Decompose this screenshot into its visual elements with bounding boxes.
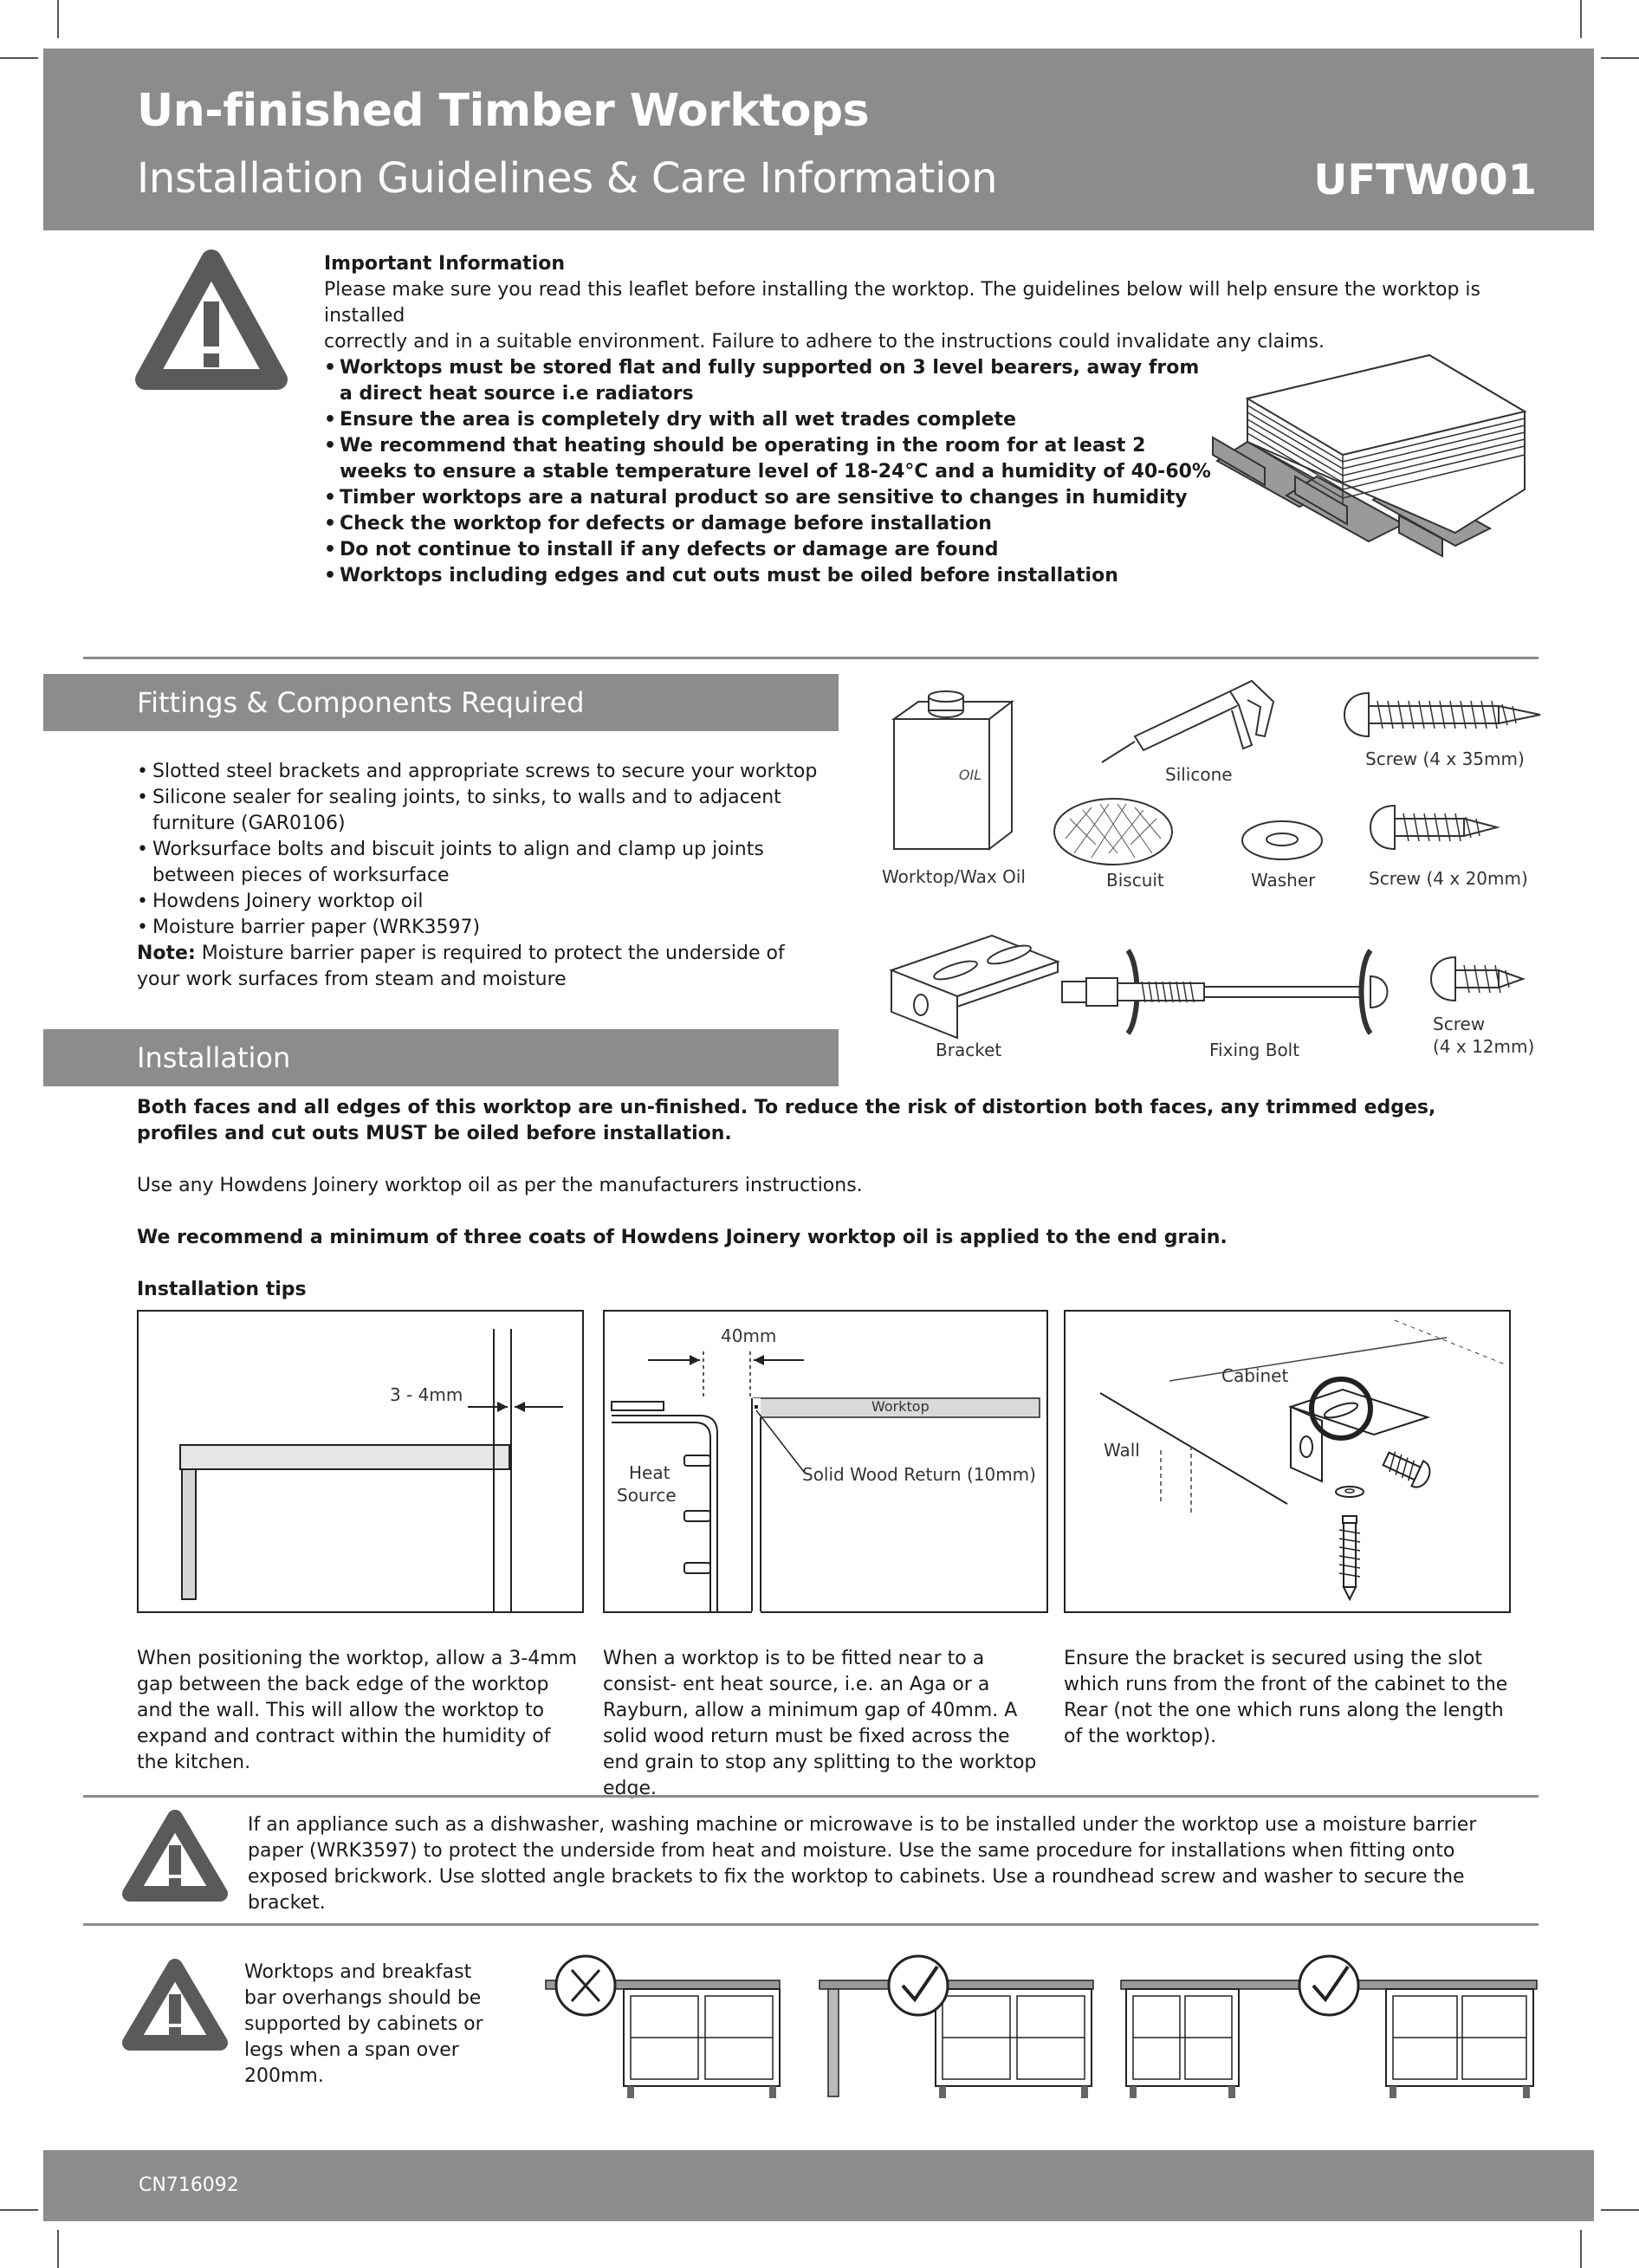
heat-source-label: Heat [629, 1462, 670, 1483]
warning-icon [135, 249, 288, 390]
overhang-warning-text: Worktops and breakfast bar overhangs sho… [244, 1961, 483, 2087]
unsupported-overhang-drawing [545, 1954, 781, 2098]
oil-can-icon: OIL [891, 690, 1014, 852]
fixing-bolt-icon [1061, 949, 1389, 1035]
page-title: Un-finished Timber Worktops [137, 85, 870, 137]
crop-mark [57, 0, 59, 38]
leg-supported-overhang-drawing [819, 1954, 1094, 2098]
divider [83, 1795, 1539, 1798]
silicone-label: Silicone [1165, 764, 1233, 785]
list-item: Slotted steel brackets and appropriate s… [137, 759, 830, 785]
list-item: Howdens Joinery worktop oil [137, 889, 830, 915]
divider [83, 657, 1539, 659]
document-code: CN716092 [139, 2174, 239, 2196]
screw-20-icon [1369, 804, 1500, 851]
divider [83, 1923, 1539, 1926]
wall-gap-label: 3 - 4mm [390, 1384, 463, 1405]
list-item: Worktops must be stored flat and fully s… [324, 355, 1216, 407]
cabinet-supported-overhang-drawing [1120, 1954, 1538, 2098]
list-item: We recommend that heating should be oper… [324, 433, 1216, 485]
heat-source-label-2: Source [617, 1485, 677, 1506]
stacked-worktops-illustration [1212, 353, 1527, 558]
list-item: Worktops including edges and cut outs mu… [324, 563, 1216, 589]
important-heading: Important Information [324, 253, 566, 275]
crop-mark [1601, 57, 1639, 59]
crop-mark [1580, 2230, 1582, 2268]
installation-tips-heading: Installation tips [137, 1279, 307, 1300]
tip-1-text: When positioning the worktop, allow a 3-… [137, 1648, 578, 1773]
storage-bullets: Worktops must be stored flat and fully s… [324, 355, 1216, 589]
crop-mark [57, 2230, 59, 2268]
header-band: Un-finished Timber Worktops Installation… [43, 49, 1594, 230]
overhang-diagrams [545, 1954, 1538, 2098]
note-text: Moisture barrier paper is required to pr… [137, 943, 785, 990]
wall-gap-drawing [179, 1329, 563, 1611]
worktop-label: Worktop [871, 1398, 930, 1415]
warning-icon [122, 1810, 228, 1902]
footer-band: CN716092 [43, 2150, 1594, 2221]
biscuit-icon [1053, 798, 1173, 865]
screw-12-size-label: (4 x 12mm) [1433, 1036, 1535, 1057]
list-item: Do not continue to install if any defect… [324, 537, 1216, 563]
page-subtitle: Installation Guidelines & Care Informati… [137, 154, 998, 203]
solid-wood-return-label: Solid Wood Return (10mm) [802, 1464, 1036, 1485]
list-item: Ensure the area is completely dry with a… [324, 407, 1216, 433]
cabinet-label: Cabinet [1221, 1365, 1289, 1386]
important-intro: correctly and in a suitable environment.… [324, 331, 1325, 353]
warning-icon [122, 1959, 228, 2051]
screw-12-icon [1429, 956, 1526, 1002]
screw-35-label: Screw (4 x 35mm) [1365, 748, 1525, 769]
washer-label: Washer [1251, 870, 1316, 891]
silicone-gun-icon [1101, 679, 1275, 763]
list-item: Silicone sealer for sealing joints, to s… [137, 785, 830, 837]
list-item: Worksurface bolts and biscuit joints to … [137, 837, 830, 889]
oil-label: Worktop/Wax Oil [882, 866, 1026, 887]
crop-mark [1580, 0, 1582, 38]
screw-12-label: Screw [1433, 1014, 1486, 1034]
fittings-bullets: Slotted steel brackets and appropriate s… [137, 759, 830, 941]
crop-mark [0, 57, 38, 59]
list-item: Check the worktop for defects or damage … [324, 511, 1216, 537]
tip-2-text: When a worktop is to be fitted near to a… [603, 1648, 1037, 1799]
bracket-fixing-drawing [1099, 1319, 1508, 1602]
tip-diagram-bracket: Cabinet Wall [1064, 1310, 1511, 1613]
list-item: Moisture barrier paper (WRK3597) [137, 915, 830, 941]
fittings-note: Note: Moisture barrier paper is required… [137, 941, 830, 993]
installation-para-3: We recommend a minimum of three coats of… [137, 1227, 1228, 1248]
heat-source-drawing [611, 1351, 1040, 1698]
installation-para-1: Both faces and all edges of this worktop… [137, 1097, 1436, 1144]
bracket-label: Bracket [936, 1040, 1002, 1060]
note-label: Note: [137, 943, 196, 964]
list-item: Timber worktops are a natural product so… [324, 485, 1216, 511]
crop-mark [1601, 2209, 1639, 2211]
wall-label: Wall [1104, 1440, 1140, 1461]
appliance-warning-text: If an appliance such as a dishwasher, wa… [248, 1814, 1477, 1914]
oil-can-text: OIL [959, 767, 981, 783]
crop-mark [0, 2209, 38, 2211]
tip-diagram-heat-source: 40mm Worktop Heat Source Solid Wood Retu… [603, 1310, 1048, 1698]
washer-icon [1241, 820, 1323, 860]
biscuit-label: Biscuit [1106, 870, 1164, 891]
fixing-bolt-label: Fixing Bolt [1209, 1040, 1300, 1060]
important-intro: Please make sure you read this leaflet b… [324, 279, 1480, 327]
installation-section-header: Installation [43, 1029, 839, 1086]
heat-gap-label: 40mm [721, 1325, 777, 1346]
installation-para-2: Use any Howdens Joinery worktop oil as p… [137, 1175, 863, 1196]
screw-35-icon [1343, 691, 1541, 738]
fittings-section-header: Fittings & Components Required [43, 674, 839, 731]
bracket-icon [889, 934, 1060, 1040]
tip-3-text: Ensure the bracket is secured using the … [1064, 1648, 1508, 1747]
tip-diagram-wall-gap: 3 - 4mm [137, 1310, 584, 1613]
important-info-block: Important Information Please make sure y… [324, 251, 1554, 355]
product-code: UFTW001 [1313, 156, 1537, 204]
screw-20-label: Screw (4 x 20mm) [1369, 868, 1528, 889]
